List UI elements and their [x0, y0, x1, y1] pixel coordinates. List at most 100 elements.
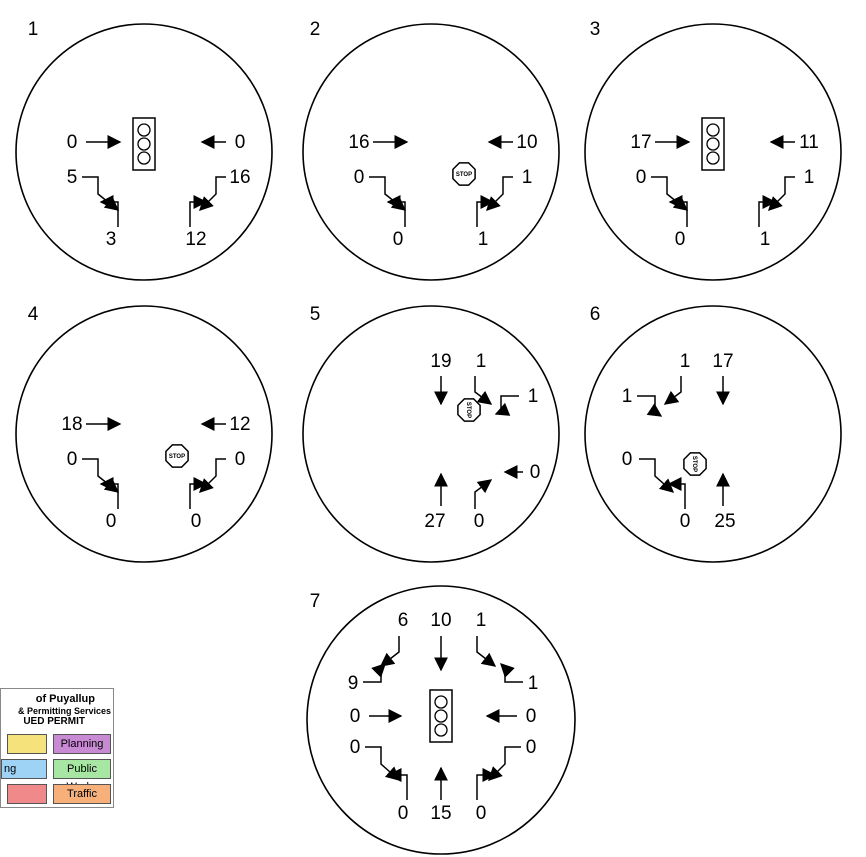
intersection-circle	[584, 305, 842, 563]
nb-right-count: 0	[191, 511, 202, 532]
intersection-circle	[302, 23, 560, 281]
stop-sign-text: STOP	[169, 454, 185, 460]
nb-right-turn-arrow	[189, 477, 208, 509]
signal-lamp	[137, 137, 151, 151]
stamp-department: & Permitting Services	[17, 706, 111, 716]
panel-number: 3	[590, 19, 601, 40]
stamp-issued-permit: UED PERMIT	[23, 716, 85, 727]
eb-right-arrow	[639, 458, 675, 493]
intersection-panel-4: 4 18 12 0 0 0 0 STOP	[15, 304, 273, 563]
nb-right-turn-arrow	[189, 195, 208, 227]
wb-through-count: 0	[235, 132, 246, 153]
wb-right-exit-arrow	[500, 663, 523, 683]
stop-sign-text: STOP	[691, 456, 697, 472]
nb-left-turn-arrow	[386, 195, 406, 227]
wb-through-count: 10	[516, 132, 537, 153]
stamp-city: of Puyallup	[35, 693, 95, 705]
nb-left-arrow	[387, 768, 408, 800]
nb-left-count: 0	[680, 511, 691, 532]
wb-left-arrow	[199, 176, 226, 211]
eb-right-count: 0	[67, 449, 78, 470]
eb-through-count: 0	[67, 132, 78, 153]
nb-left-turn-arrow	[99, 477, 119, 509]
nb-right-count: 1	[760, 229, 771, 250]
eb-right-count: 0	[622, 449, 633, 470]
stop-sign-octagon	[457, 398, 481, 422]
nb-left-count: 0	[675, 229, 686, 250]
wb-left-arrow	[768, 176, 795, 211]
nb-left-count: 0	[106, 511, 117, 532]
wb-through-count: 12	[229, 414, 250, 435]
sb-through-count: 19	[430, 351, 451, 372]
eb-right-count: 0	[350, 737, 361, 758]
permit-stamp: of Puyallup & Permitting Services UED PE…	[0, 688, 114, 808]
sb-right-arrow	[379, 636, 400, 667]
stop-sign-octagon	[165, 444, 189, 468]
stamp-cell-planning: Planning	[53, 734, 111, 754]
sb-through-count: 17	[712, 351, 733, 372]
signal-lamp	[434, 709, 448, 723]
signal-lamp	[434, 695, 448, 709]
stamp-cell-fire	[7, 784, 47, 804]
eb-left-exit-arrow	[637, 395, 663, 417]
nb-left-count: 0	[393, 229, 404, 250]
panel-number: 5	[310, 304, 321, 325]
stop-sign-icon: STOP	[165, 444, 189, 468]
stamp-cell-public-works: Public Works	[53, 759, 111, 793]
nb-left-turn-arrow	[99, 195, 119, 227]
nb-through-count: 25	[714, 511, 735, 532]
panel-number: 4	[28, 304, 39, 325]
sb-right-arrow	[663, 376, 682, 405]
stamp-cell-building	[7, 734, 47, 754]
wb-left-count: 0	[235, 449, 246, 470]
sb-left-arrow	[476, 636, 497, 667]
nb-left-turn-arrow	[668, 195, 688, 227]
sb-right-count: 1	[680, 351, 691, 372]
eb-left-exit-count: 9	[348, 673, 359, 694]
intersection-circle	[15, 305, 273, 563]
wb-through-count: 11	[799, 132, 819, 153]
nb-right-count: 1	[478, 229, 489, 250]
sb-right-count: 6	[398, 610, 409, 631]
stop-sign-icon: STOP	[683, 452, 707, 476]
stop-sign-text: STOP	[456, 172, 472, 178]
eb-right-count: 0	[636, 167, 647, 188]
signal-lamp	[706, 123, 720, 137]
panel-number: 1	[28, 19, 39, 40]
nb-right-turn-arrow	[476, 195, 495, 227]
nb-right-count: 12	[185, 229, 206, 250]
sb-through-count: 10	[430, 610, 451, 631]
nb-through-count: 15	[430, 803, 451, 824]
nb-right-exit-count: 0	[530, 462, 541, 483]
stop-sign-icon: STOP	[457, 398, 481, 422]
panel-number: 7	[310, 591, 321, 612]
stamp-cell-engineering: ng	[1, 759, 47, 779]
nb-left-count: 0	[398, 803, 409, 824]
eb-left-exit-arrow	[363, 663, 386, 683]
stop-sign-octagon	[452, 162, 476, 186]
nb-right-count: 0	[476, 803, 487, 824]
panel-number: 2	[310, 19, 321, 40]
wb-left-count: 0	[526, 737, 537, 758]
nb-left-arrow	[667, 477, 686, 509]
signal-lamp	[706, 151, 720, 165]
nb-through-count: 27	[424, 511, 445, 532]
wb-right-exit-arrow	[494, 395, 519, 416]
stop-sign-octagon	[683, 452, 707, 476]
eb-through-count: 0	[350, 706, 361, 727]
eb-through-count: 17	[630, 132, 651, 153]
eb-through-count: 16	[348, 132, 369, 153]
wb-left-count: 16	[229, 167, 250, 188]
signal-lamp	[137, 151, 151, 165]
stop-sign-icon: STOP	[452, 162, 476, 186]
nb-right-arrow	[474, 479, 493, 509]
nb-left-count: 3	[106, 229, 117, 250]
eb-right-count: 0	[354, 167, 365, 188]
wb-left-count: 1	[804, 167, 815, 188]
eb-through-count: 18	[61, 414, 82, 435]
